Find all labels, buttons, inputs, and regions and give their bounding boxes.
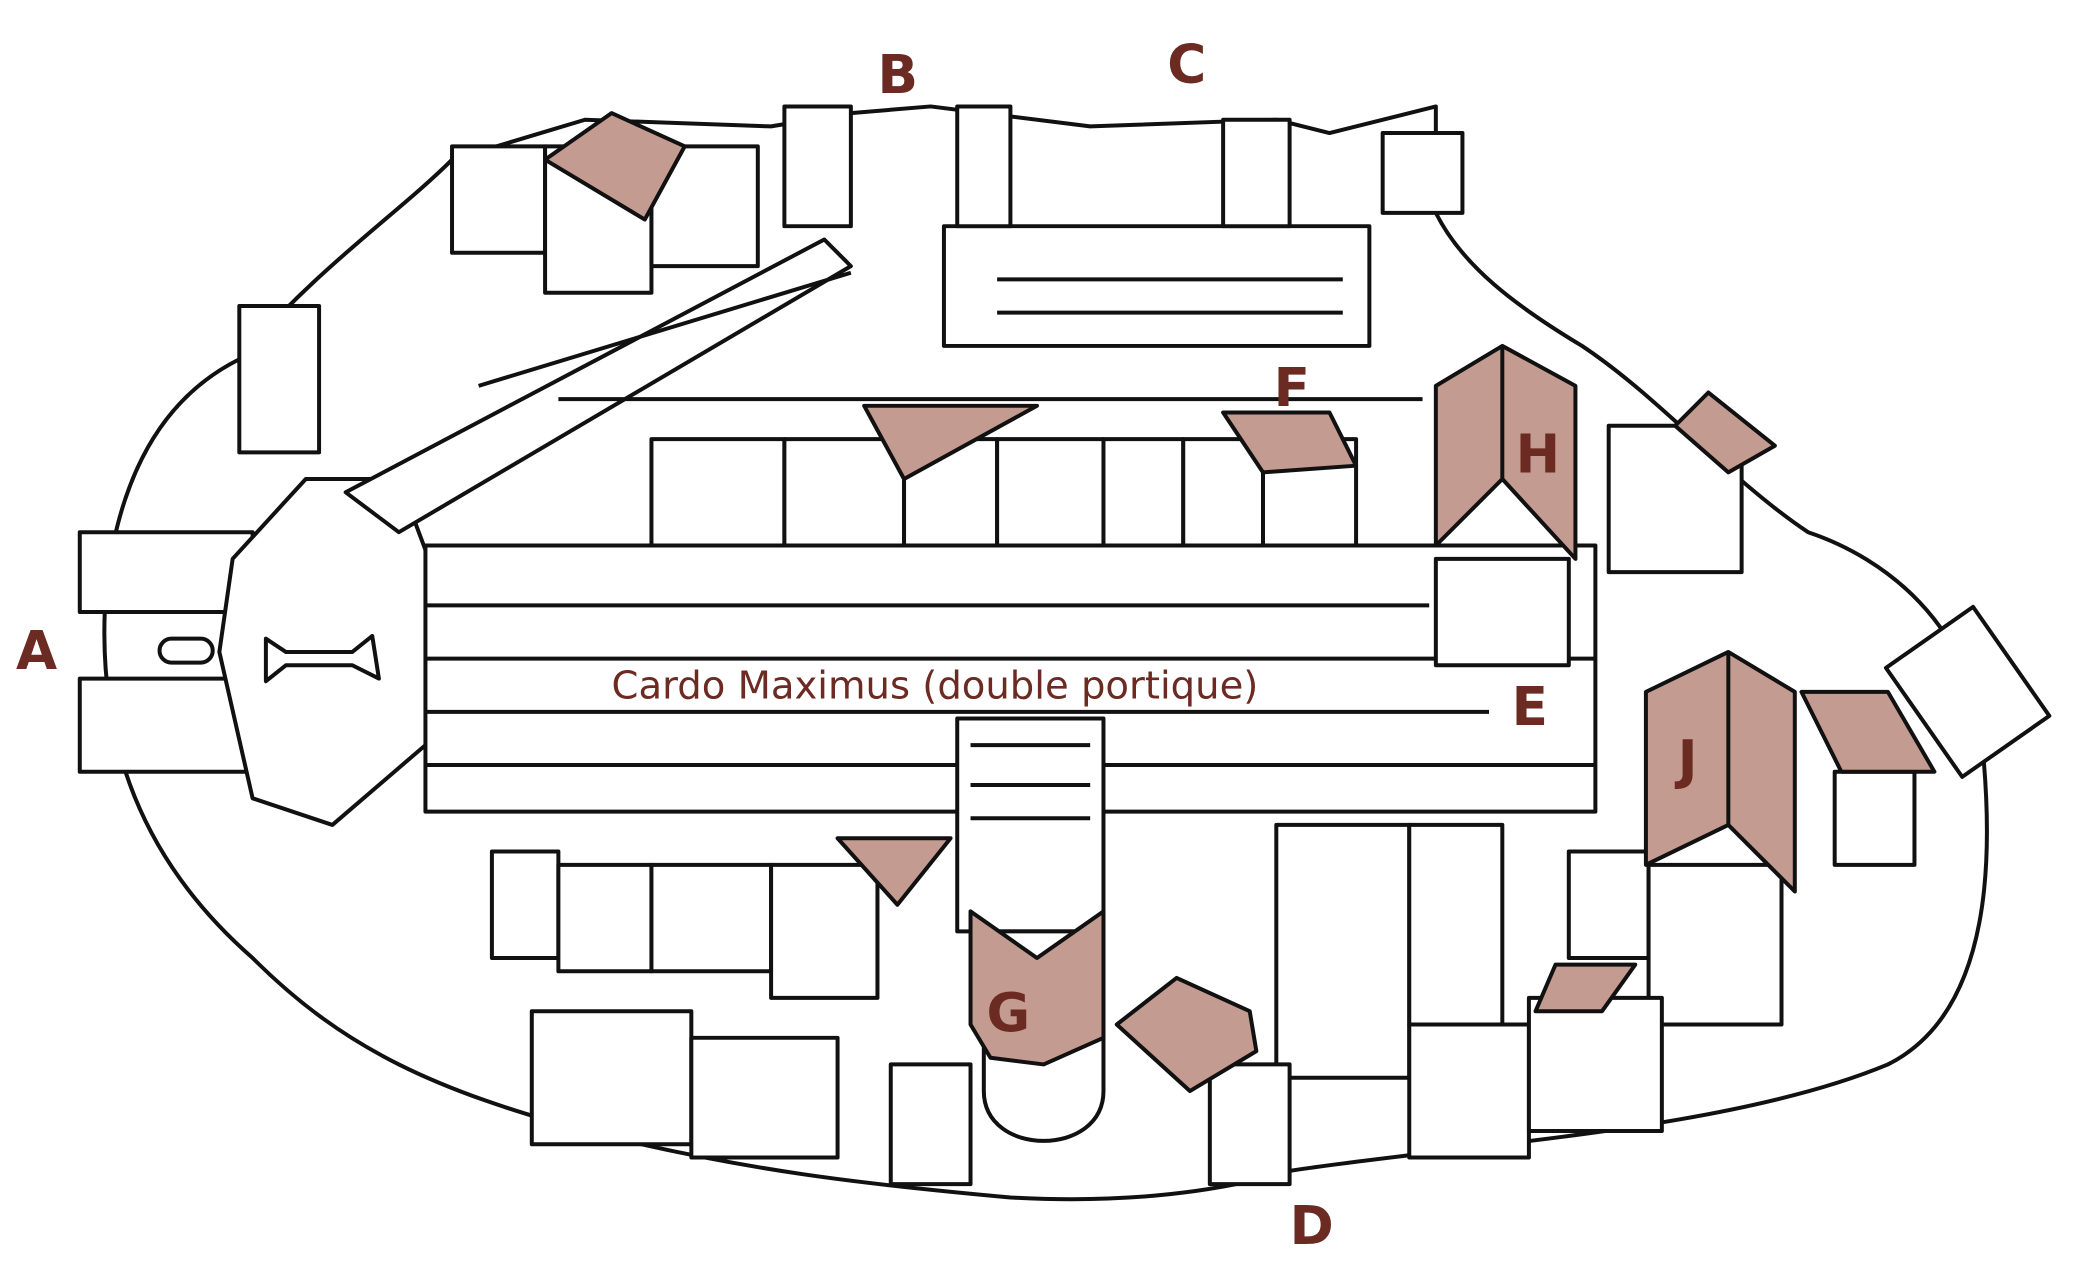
highlight-roof-e — [1799, 689, 1937, 774]
highlight-roof-f — [862, 403, 1039, 481]
highlight-roof-north — [543, 111, 687, 222]
highlight-roof-se — [1533, 962, 1638, 1014]
highlight-g — [968, 909, 1106, 1067]
highlighted-buildings — [543, 111, 1937, 1094]
marker-h: H — [1516, 423, 1560, 485]
gate-block-south — [77, 676, 255, 774]
marker-e: E — [1512, 676, 1548, 738]
street-label-cardo: Cardo Maximus (double portique) — [612, 664, 1259, 709]
marker-c: C — [1167, 33, 1206, 95]
marker-a: A — [16, 620, 57, 682]
marker-f: F — [1274, 357, 1310, 419]
north-street — [941, 224, 1372, 348]
highlight-diamond-s — [1114, 975, 1259, 1094]
highlight-roof-f2 — [1221, 410, 1359, 475]
marker-b: B — [877, 44, 918, 106]
marker-d: D — [1290, 1195, 1334, 1257]
highlight-roof-s — [835, 836, 953, 907]
marker-j: J — [1675, 729, 1698, 791]
buildings-south — [489, 131, 2052, 1187]
highlight-roof-ne — [1673, 390, 1777, 475]
marker-g: G — [986, 982, 1030, 1044]
gate-opening — [157, 636, 215, 665]
column — [263, 633, 381, 684]
